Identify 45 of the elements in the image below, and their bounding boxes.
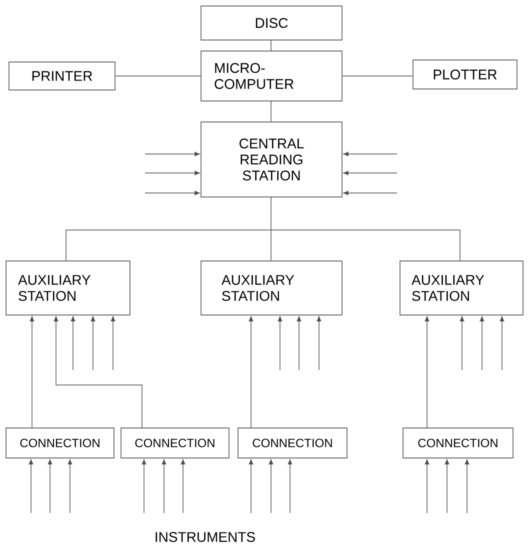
arrow (424, 316, 430, 322)
arrow (288, 459, 292, 514)
process-box: CONNECTION (120, 428, 230, 458)
process-box: PRINTER (8, 62, 116, 90)
arrow (162, 459, 166, 514)
arrow (68, 459, 72, 514)
arrow (444, 459, 450, 514)
arrow (70, 316, 76, 370)
process-box: AUXILIARY STATION (200, 260, 342, 316)
arrow (343, 152, 398, 156)
process-box: MICRO- COMPUTER (200, 50, 342, 102)
process-box: CONNECTION (238, 428, 348, 458)
arrow (248, 316, 254, 322)
arrow (180, 459, 186, 514)
arrow (54, 316, 142, 428)
arrow (144, 152, 200, 156)
arrow (28, 459, 34, 514)
arrow (30, 316, 34, 322)
process-box: CONNECTION (402, 428, 514, 458)
arrow (343, 170, 398, 176)
arrow (110, 316, 116, 370)
arrow (480, 316, 484, 370)
arrow (500, 316, 504, 370)
arrow (278, 316, 282, 370)
arrow (343, 190, 398, 196)
process-box: CENTRAL READING STATION (200, 122, 342, 198)
arrow (296, 316, 302, 370)
arrow (316, 316, 322, 370)
arrow (142, 459, 146, 514)
connector-line (66, 197, 460, 261)
arrow (268, 459, 274, 514)
arrow (460, 316, 464, 370)
text-label: INSTRUMENTS (156, 532, 255, 542)
arrow (424, 459, 430, 514)
process-box: CONNECTION (6, 428, 114, 458)
arrow (48, 459, 52, 514)
process-box: AUXILIARY STATION (6, 260, 130, 316)
arrow (144, 190, 200, 196)
process-box: PLOTTER (412, 60, 518, 90)
process-box: DISC (200, 6, 342, 40)
process-box: AUXILIARY STATION (400, 260, 524, 316)
arrow (144, 170, 200, 176)
arrow (90, 316, 96, 370)
arrow (248, 459, 254, 514)
arrow (464, 459, 470, 514)
